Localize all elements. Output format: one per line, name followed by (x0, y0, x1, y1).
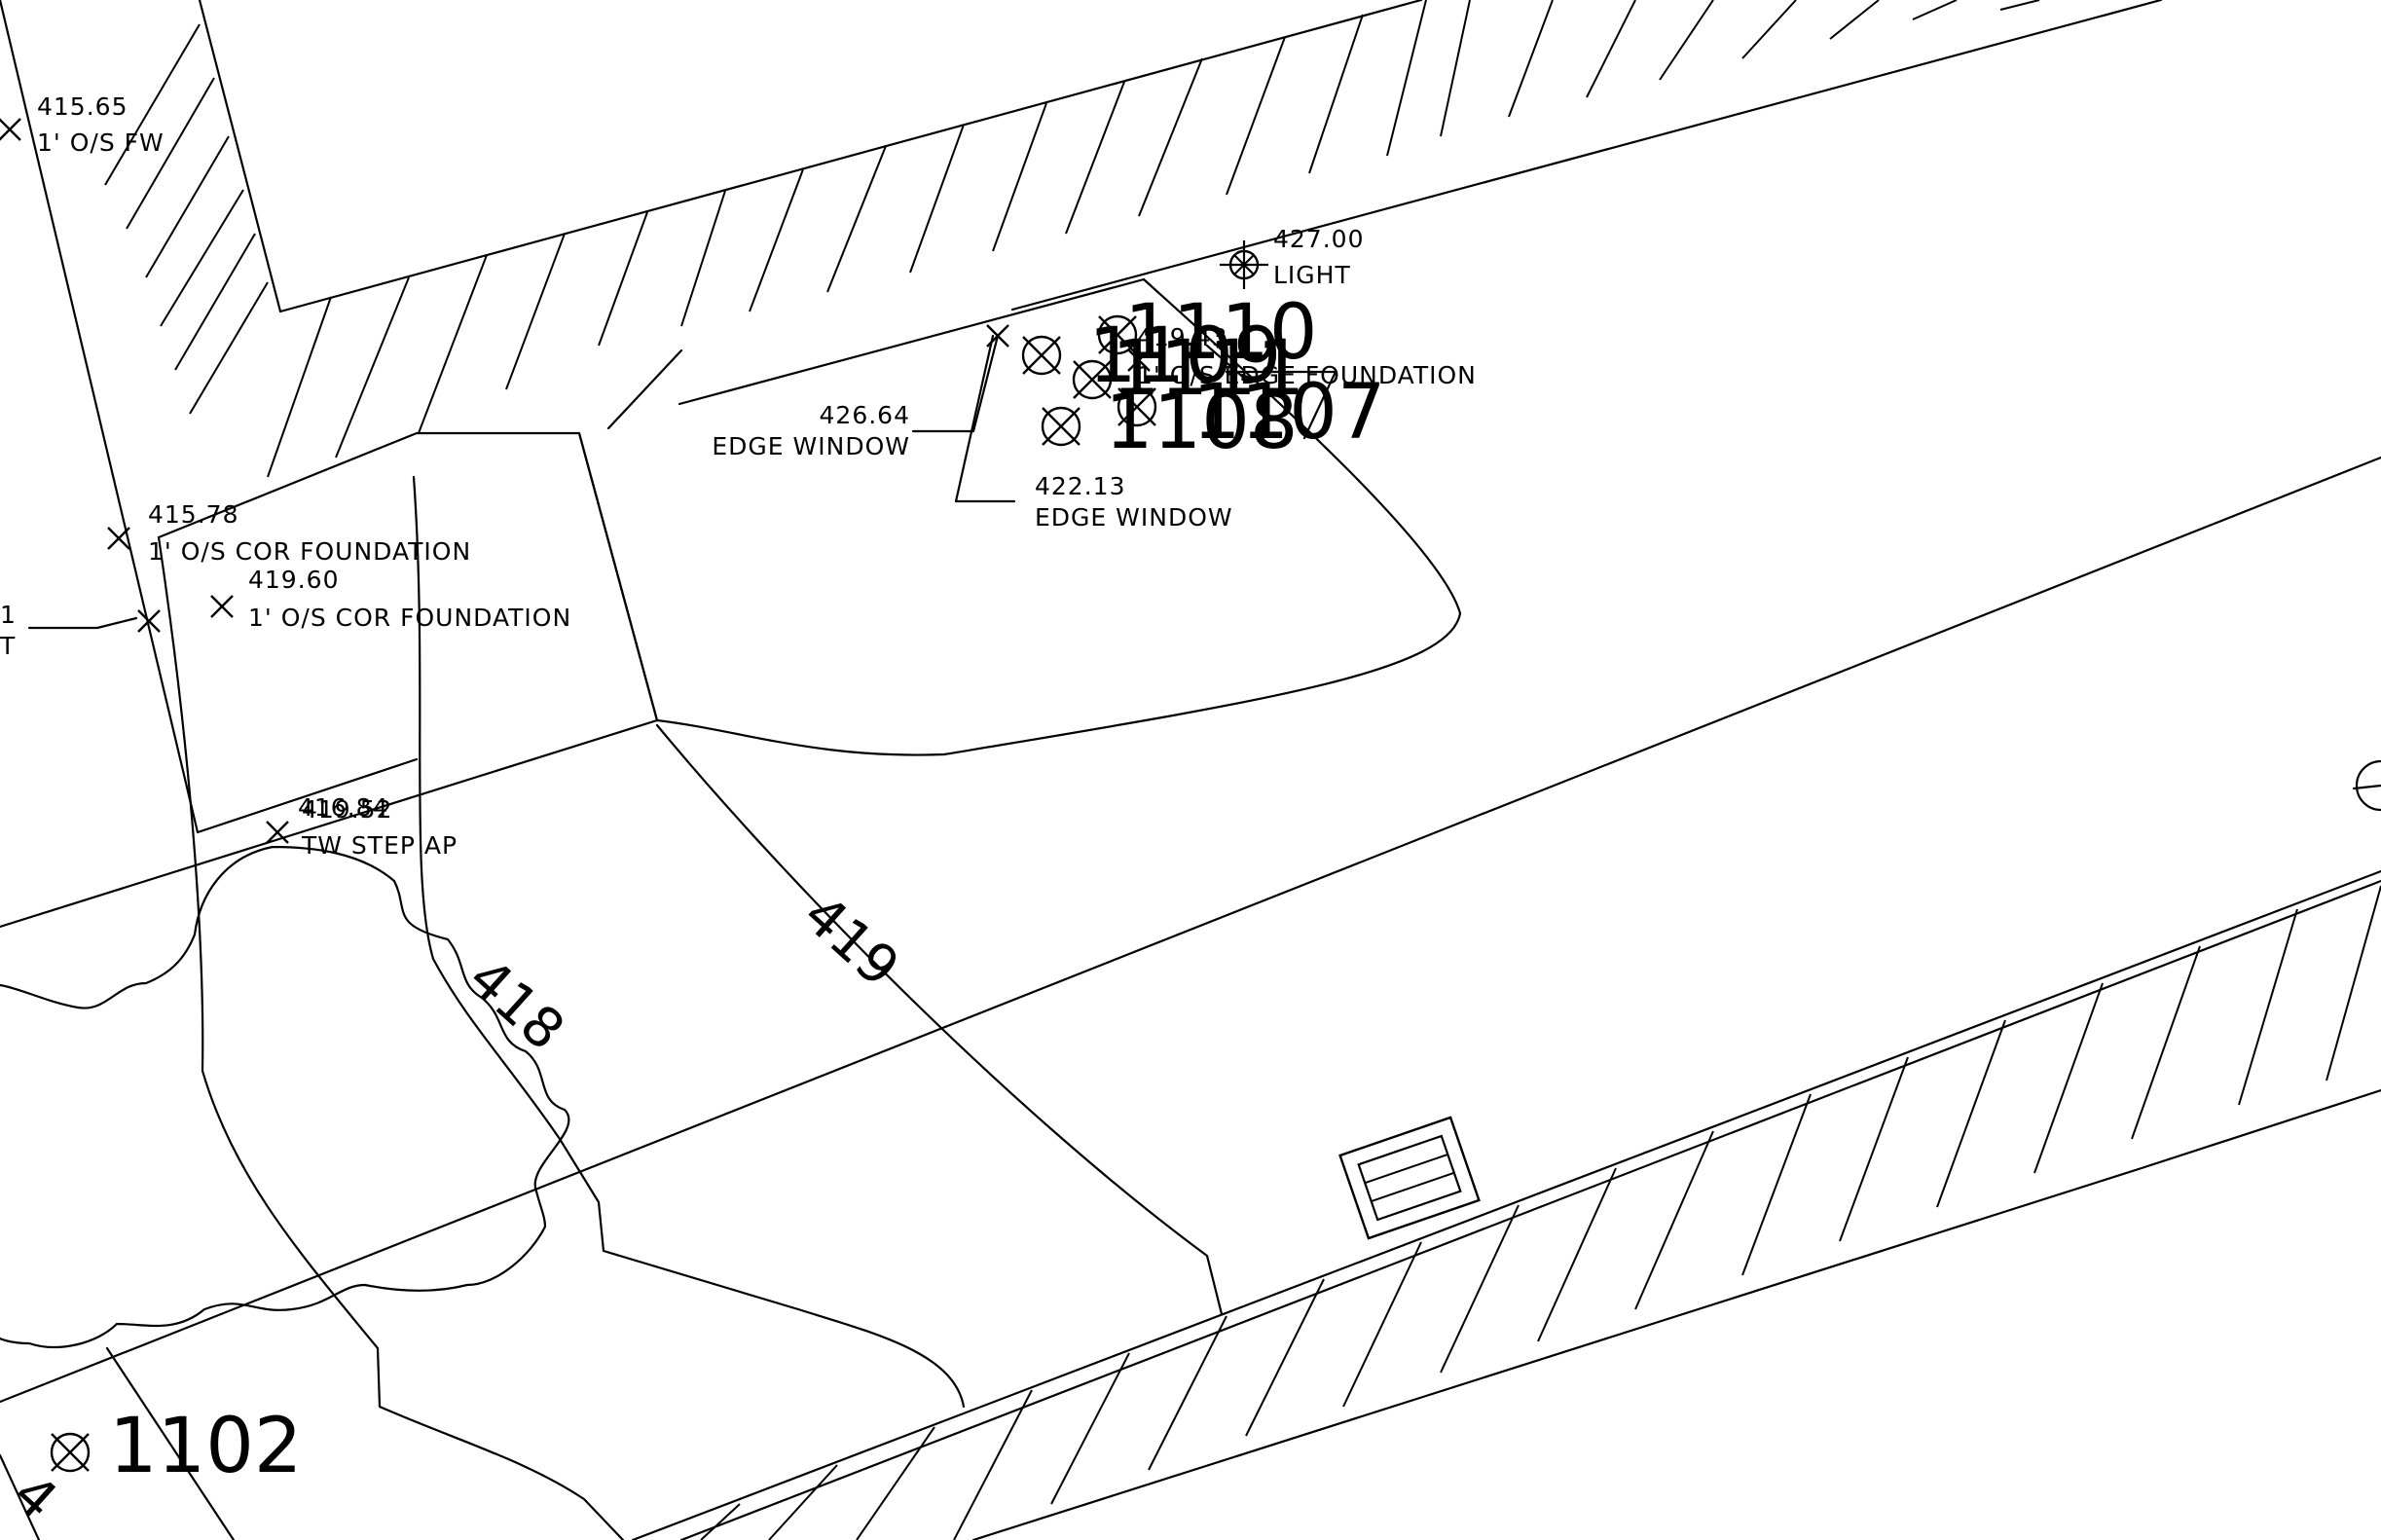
spot-labels: 415.65 1' O/S FW 427.00 LIGHT 426.64 EDG… (0, 92, 1477, 860)
point-number-1111: 1111 (1112, 325, 1305, 413)
spot-desc-fw: 1' O/S FW (37, 128, 165, 157)
point-number-1108: 1108 (1105, 379, 1299, 466)
spot-desc-left-cut: T (0, 632, 16, 660)
point-number-1109: 1109 (1088, 312, 1282, 400)
utility-circle-icon (2355, 759, 2381, 812)
point-number-1107: 1107 (1192, 369, 1386, 457)
spot-desc-window-1: EDGE WINDOW (712, 432, 910, 460)
point-number-1102: 1102 (109, 1403, 303, 1490)
spot-desc-step: TW STEP AP (301, 831, 458, 860)
spot-elev-step-overlap: 416.84 (298, 793, 388, 822)
point-numbers: 1110 1109 1111 1108 1107 1102 (109, 289, 1386, 1490)
spot-elev-left-cut: 1 (0, 601, 17, 629)
road-hatch (700, 885, 2381, 1540)
spot-x-icon (0, 117, 1152, 845)
grate-icon (1338, 1116, 1481, 1240)
spot-elev-window-1: 426.64 (820, 401, 910, 429)
spot-elev-light: 427.00 (1273, 225, 1364, 253)
spot-desc-edge-foundation: 1' O/S EDGE FOUNDATION (1137, 361, 1477, 389)
contour-label-4: 4 (1, 1462, 69, 1532)
spot-elev-edge-foundation: 419.43 (1137, 323, 1227, 351)
contour-lines (0, 475, 1224, 1540)
spot-desc-light: LIGHT (1273, 261, 1351, 289)
building-hatch (104, 0, 2040, 478)
spot-desc-cor-1: 1' O/S COR FOUNDATION (148, 537, 471, 566)
road-edges (0, 456, 2381, 1540)
manhole-symbol-icon (50, 314, 1157, 1473)
contour-label-418: 418 (457, 946, 576, 1063)
spot-elev-step: 419.52 (302, 795, 392, 824)
vegetation-line (0, 845, 570, 1349)
light-pole-icon (1220, 240, 1268, 289)
point-number-1110: 1110 (1124, 289, 1318, 377)
walkway-outline (655, 277, 1462, 756)
spot-elev-fw: 415.65 (37, 92, 128, 121)
spot-desc-cor-2: 1' O/S COR FOUNDATION (248, 604, 571, 632)
spot-elev-cor-1: 415.78 (148, 500, 238, 529)
spot-elev-window-2: 422.13 (1035, 472, 1125, 500)
leader-lines (27, 334, 1337, 630)
spot-desc-window-2: EDGE WINDOW (1035, 503, 1233, 532)
building-outlines (0, 0, 2163, 929)
spot-elev-cor-2: 419.60 (248, 566, 339, 594)
